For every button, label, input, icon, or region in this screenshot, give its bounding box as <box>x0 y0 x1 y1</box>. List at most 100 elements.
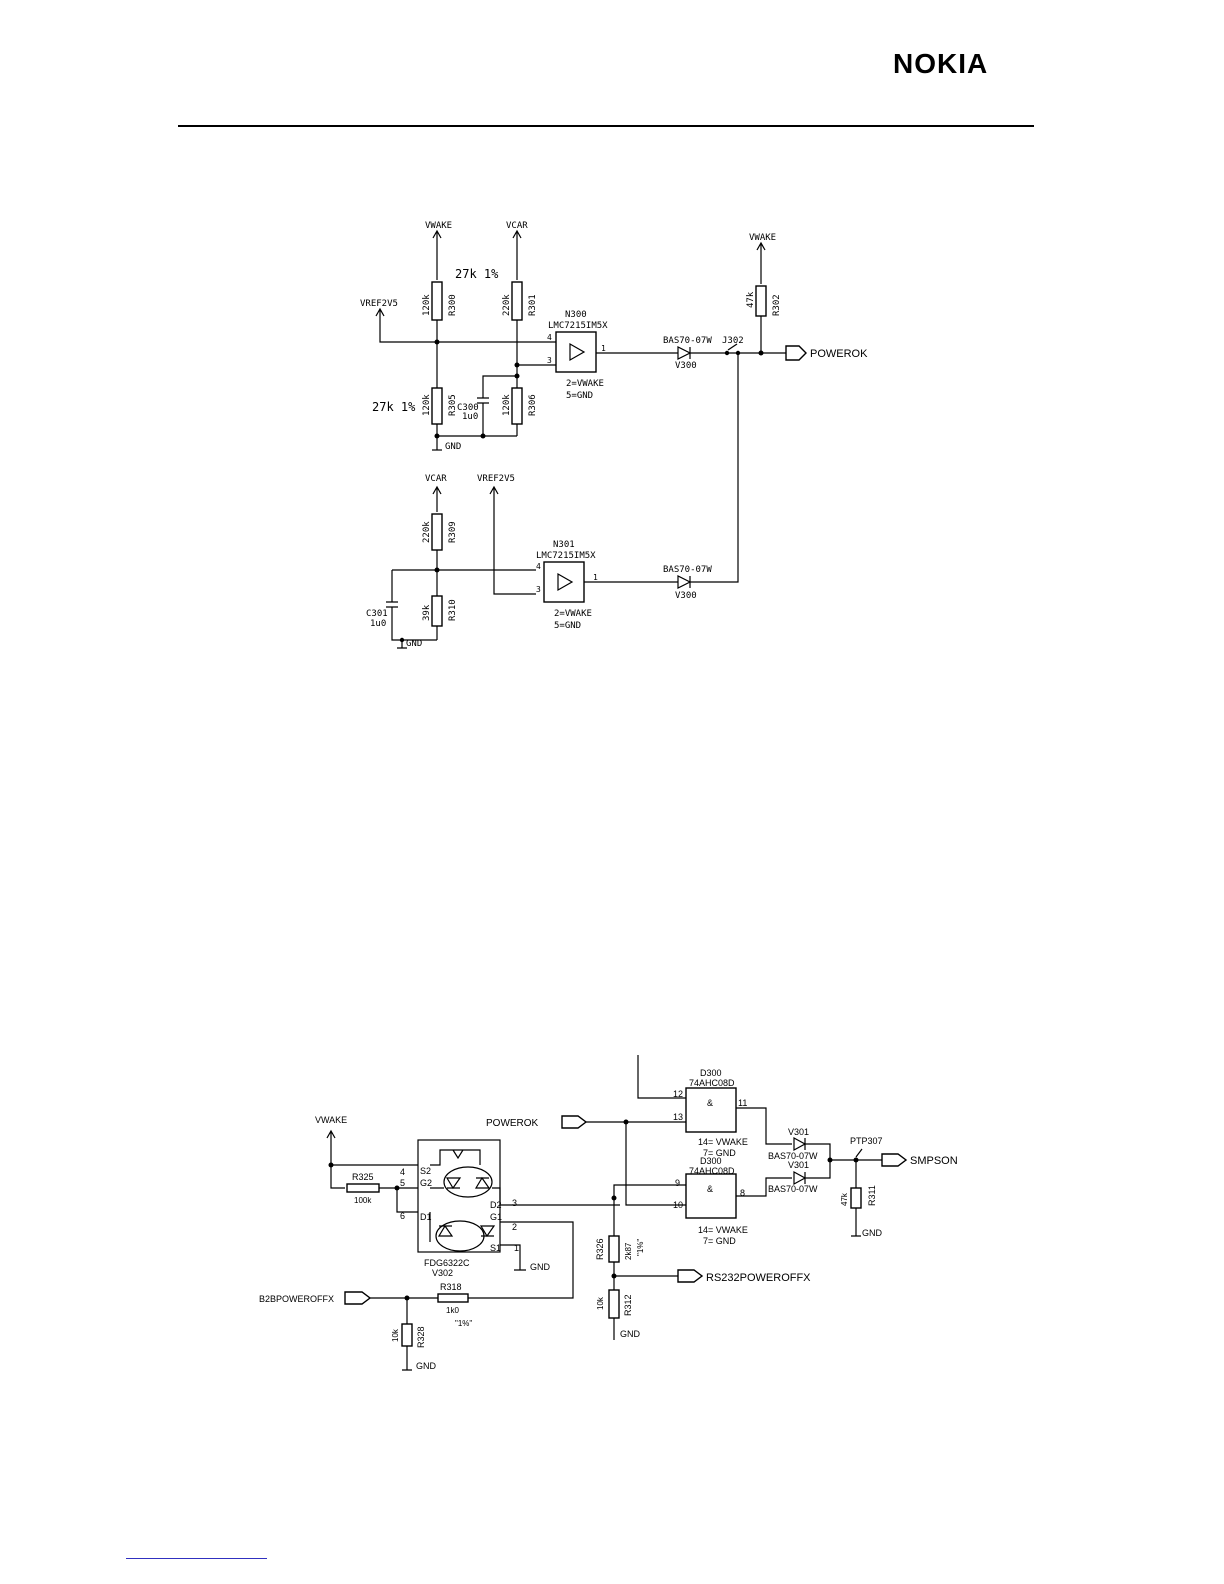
svg-text:47k: 47k <box>840 1192 849 1206</box>
label-vwake-2: VWAKE <box>749 233 776 243</box>
svg-text:R325: R325 <box>352 1172 374 1182</box>
smps-on-circuit: VWAKE POWEROK R325 100k 4 5 6 S2 G2 D2 D… <box>259 1055 958 1371</box>
label-vref: VREF2V5 <box>360 299 398 309</box>
svg-text:5=GND: 5=GND <box>566 391 593 401</box>
resistor-r305 <box>431 387 443 425</box>
rs232poweroffx-port <box>677 1269 704 1283</box>
svg-text:"1%": "1%" <box>636 1239 645 1256</box>
svg-text:2k87: 2k87 <box>624 1242 633 1260</box>
svg-text:1: 1 <box>593 573 598 582</box>
svg-text:R328: R328 <box>416 1326 426 1348</box>
svg-text:220k: 220k <box>502 294 512 316</box>
diode-v301-a <box>793 1136 807 1152</box>
svg-text:4: 4 <box>547 333 552 342</box>
vwake-arrow <box>326 1129 345 1189</box>
label-n300: N300 <box>565 310 587 320</box>
opamp-n301 <box>543 561 585 603</box>
svg-text:220k: 220k <box>422 521 432 543</box>
b2bpoweroffx-port <box>344 1291 372 1305</box>
diode-v301-b <box>793 1170 807 1186</box>
capacitor-c300 <box>437 375 517 437</box>
svg-text:74AHC08D: 74AHC08D <box>689 1078 735 1088</box>
svg-text:11: 11 <box>738 1098 747 1108</box>
svg-text:1u0: 1u0 <box>370 619 386 629</box>
and-gate-d300-a <box>685 1087 737 1133</box>
svg-text:R310: R310 <box>448 599 458 621</box>
svg-text:FDG6322C: FDG6322C <box>424 1258 470 1268</box>
svg-text:C301: C301 <box>366 609 388 619</box>
svg-text:GND: GND <box>406 639 422 649</box>
svg-text:GND: GND <box>862 1228 883 1238</box>
svg-text:1u0: 1u0 <box>462 412 478 422</box>
vref-supply-arrow-2 <box>489 485 536 595</box>
svg-text:R312: R312 <box>623 1294 633 1316</box>
note-27k-bottom: 27k 1% <box>372 400 416 414</box>
resistor-r310 <box>431 595 443 627</box>
svg-text:5: 5 <box>400 1178 405 1188</box>
label-vcar: VCAR <box>506 221 528 231</box>
svg-text:120k: 120k <box>422 294 432 316</box>
svg-text:10k: 10k <box>596 1296 605 1310</box>
and-gate-d300-b <box>685 1173 737 1219</box>
svg-text:R305: R305 <box>448 394 458 416</box>
svg-text:4: 4 <box>536 562 541 571</box>
power-ok-circuit: VWAKE VCAR VWAKE VREF2V5 27k 1% 27k 1% 1… <box>360 221 868 649</box>
svg-text:39k: 39k <box>422 604 432 621</box>
svg-text:BAS70-07W: BAS70-07W <box>663 336 712 346</box>
svg-text:V301: V301 <box>788 1160 809 1170</box>
nokia-logo: NOKIA <box>893 48 989 79</box>
svg-text:&: & <box>707 1098 713 1108</box>
svg-text:3: 3 <box>512 1198 517 1208</box>
svg-text:POWEROK: POWEROK <box>486 1118 539 1129</box>
svg-text:GND: GND <box>445 442 461 452</box>
svg-text:G1: G1 <box>490 1212 502 1222</box>
svg-text:1k0: 1k0 <box>446 1306 459 1315</box>
resistor-r309 <box>431 513 443 551</box>
svg-text:R301: R301 <box>528 294 538 316</box>
svg-text:V302: V302 <box>432 1268 453 1278</box>
svg-text:7= GND: 7= GND <box>703 1148 736 1158</box>
svg-text:RS232POWEROFFX: RS232POWEROFFX <box>706 1272 811 1284</box>
smpson-port <box>881 1153 908 1167</box>
svg-text:GND: GND <box>530 1262 551 1272</box>
svg-text:V300: V300 <box>675 361 697 371</box>
resistor-r302 <box>755 285 767 317</box>
vwake-supply-arrow <box>432 229 442 280</box>
diode-v300-bottom <box>677 575 692 589</box>
svg-text:&: & <box>707 1184 713 1194</box>
svg-text:100k: 100k <box>354 1196 372 1205</box>
svg-text:2=VWAKE: 2=VWAKE <box>566 379 604 389</box>
resistor-r306 <box>511 387 523 425</box>
resistor-r300 <box>431 281 443 321</box>
svg-text:R302: R302 <box>772 294 782 316</box>
svg-text:14= VWAKE: 14= VWAKE <box>698 1137 748 1147</box>
svg-text:2=VWAKE: 2=VWAKE <box>554 609 592 619</box>
svg-text:PTP307: PTP307 <box>850 1136 883 1146</box>
svg-text:G2: G2 <box>420 1178 432 1188</box>
svg-text:BAS70-07W: BAS70-07W <box>768 1184 818 1194</box>
svg-text:SMPSON: SMPSON <box>910 1155 958 1167</box>
svg-text:3: 3 <box>547 356 552 365</box>
svg-text:V300: V300 <box>675 591 697 601</box>
svg-text:GND: GND <box>416 1361 437 1371</box>
svg-text:10: 10 <box>673 1200 683 1210</box>
svg-text:S1: S1 <box>490 1243 501 1253</box>
label-vwake: VWAKE <box>425 221 452 231</box>
svg-text:1: 1 <box>601 344 606 353</box>
svg-text:2: 2 <box>512 1222 517 1232</box>
svg-text:D2: D2 <box>490 1200 502 1210</box>
svg-text:BAS70-07W: BAS70-07W <box>768 1151 818 1161</box>
svg-text:R326: R326 <box>595 1238 605 1260</box>
svg-text:R306: R306 <box>528 394 538 416</box>
svg-text:VWAKE: VWAKE <box>315 1115 347 1125</box>
svg-text:R309: R309 <box>448 521 458 543</box>
svg-text:6: 6 <box>400 1211 405 1221</box>
svg-text:D300: D300 <box>700 1156 722 1166</box>
label-powerok: POWEROK <box>810 348 868 360</box>
svg-text:R300: R300 <box>448 294 458 316</box>
resistor-r328 <box>401 1323 413 1347</box>
svg-text:R318: R318 <box>440 1282 462 1292</box>
svg-text:R311: R311 <box>867 1185 877 1206</box>
svg-text:120k: 120k <box>502 394 512 416</box>
